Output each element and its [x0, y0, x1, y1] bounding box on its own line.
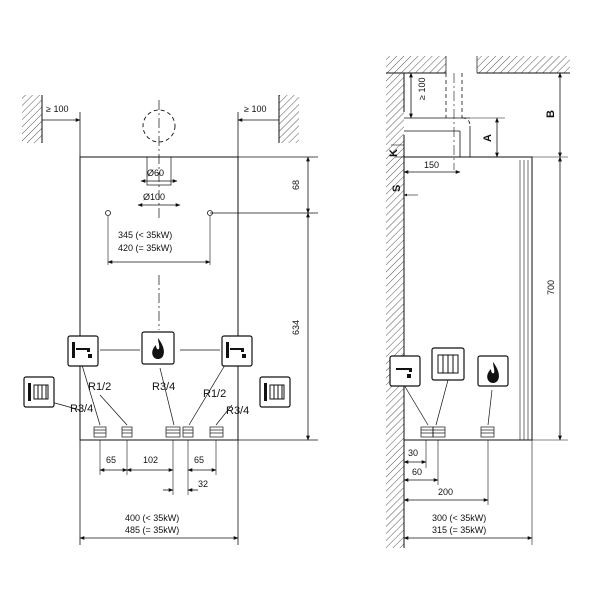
ceiling-hatch-right [477, 56, 570, 73]
clearance-right-label: ≥ 100 [244, 104, 266, 114]
flue-inner-label: Ø60 [147, 168, 164, 178]
front-view [22, 95, 318, 545]
hot-water-tap-icon-side [389, 355, 421, 387]
conn-60-label: 60 [412, 467, 422, 477]
flue-outer-label: Ø100 [143, 192, 165, 202]
connector-group-side [420, 426, 495, 438]
spacing-32-label: 32 [198, 479, 208, 489]
heating-radiator-icon [23, 376, 55, 408]
depth-large-label: 315 (= 35kW) [432, 525, 486, 535]
connector-group-front [93, 426, 224, 438]
spacing-65-left-label: 65 [106, 455, 116, 465]
side-view [386, 56, 570, 548]
height-side-label: 700 [546, 280, 556, 295]
label-b: B [545, 110, 557, 118]
boiler-body-side [403, 156, 533, 441]
hanger-spacing-large: 420 (= 35kW) [118, 243, 172, 253]
width-large-label: 485 (= 35kW) [125, 525, 179, 535]
label-a: A [482, 134, 494, 142]
thread-gas-label: R3/4 [152, 381, 175, 393]
heating-radiator-icon-side [431, 347, 465, 381]
gas-flame-icon [141, 331, 175, 365]
left-wall-hatch [22, 95, 42, 143]
ceiling-hatch-left [386, 56, 446, 73]
label-k: K [388, 149, 400, 157]
conn-200-label: 200 [438, 487, 453, 497]
thread-heating-left-label: R3/4 [70, 403, 93, 415]
thread-right-label: R1/2 [203, 388, 226, 400]
side-wall-hatch [386, 73, 404, 548]
label-s: S [391, 185, 403, 192]
hot-water-tap-icon [67, 335, 99, 367]
spacing-65-right-label: 65 [194, 455, 204, 465]
spacing-102-label: 102 [143, 455, 158, 465]
hot-water-tap-icon-right [221, 335, 253, 367]
right-wall-hatch [279, 95, 299, 143]
conn-30-label: 30 [408, 448, 418, 458]
width-small-label: 400 (< 35kW) [125, 513, 179, 523]
thread-heating-right-label: R3/4 [226, 405, 249, 417]
heating-radiator-icon-right [259, 376, 291, 408]
hanger-spacing-small: 345 (< 35kW) [118, 230, 172, 240]
clearance-left-label: ≥ 100 [46, 104, 68, 114]
gas-flame-icon-side [477, 355, 509, 387]
ceiling-clearance-label: ≥ 100 [417, 78, 427, 100]
depth-small-label: 300 (< 35kW) [432, 513, 486, 523]
flue-offset-label: 150 [424, 160, 439, 170]
height-front-label: 634 [291, 320, 301, 335]
thread-left-label: R1/2 [88, 381, 111, 393]
top-offset-label: 68 [291, 180, 301, 190]
